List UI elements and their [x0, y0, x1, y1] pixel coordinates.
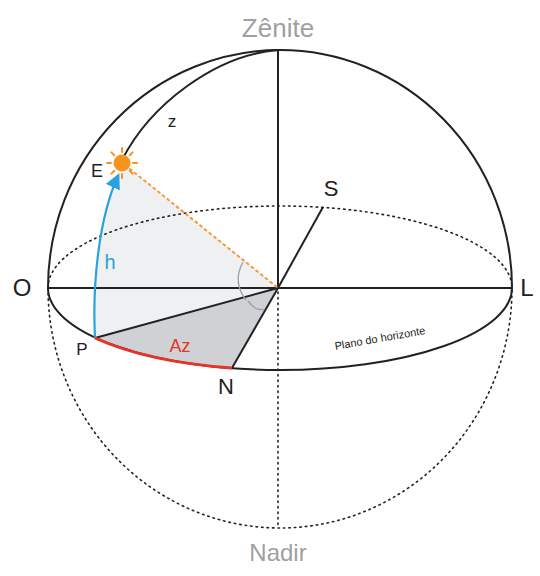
- plane-label: Plano do horizonte: [334, 324, 426, 352]
- cardinal-label: O: [13, 275, 32, 301]
- azimuth-label: Az: [169, 337, 190, 357]
- azimuth-arc: [95, 338, 232, 368]
- cardinal-label: S: [324, 177, 339, 201]
- nadir-axis: [277, 292, 279, 528]
- south-line: [278, 207, 323, 288]
- projection-label: P: [76, 341, 87, 360]
- angle-marker: [248, 301, 265, 310]
- azimuth-sector: [95, 288, 278, 368]
- zenith-distance-label: z: [168, 113, 177, 132]
- angle-marker: [238, 262, 246, 300]
- zenith-axis: [277, 50, 279, 288]
- lower-hemisphere: [48, 288, 512, 528]
- star-direction: [130, 169, 278, 288]
- upper-hemisphere: [48, 50, 512, 288]
- zenith-distance-arc: [122, 50, 278, 160]
- horizon-front: [48, 288, 512, 370]
- zenith-label: Zênite: [242, 14, 314, 43]
- altitude-arc: [94, 176, 118, 338]
- nadir-label: Nadir: [249, 540, 306, 566]
- west-east-line: [48, 287, 512, 289]
- north-line: [232, 288, 278, 368]
- star-label: E: [91, 162, 103, 182]
- cardinal-label: L: [520, 275, 533, 301]
- cardinal-label: N: [218, 375, 234, 399]
- horizon-back: [48, 206, 512, 288]
- star-symbol: [107, 148, 137, 178]
- star-projection-line: [95, 288, 278, 338]
- altitude-label: h: [104, 251, 115, 273]
